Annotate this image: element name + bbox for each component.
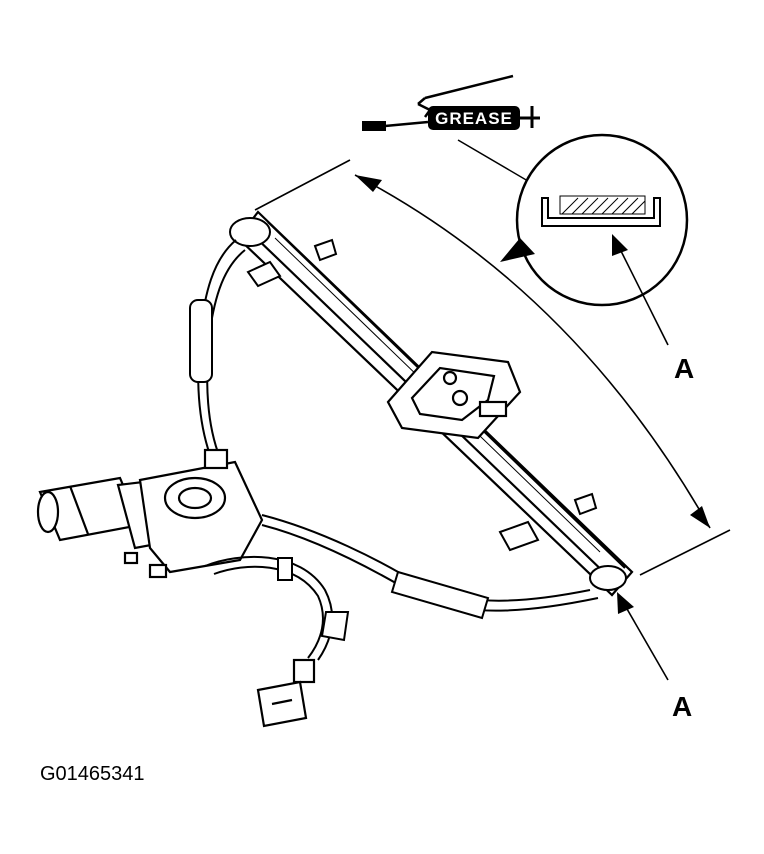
grease-gun-icon [362,74,540,131]
arc-arrowhead-top [355,175,382,192]
callout-a-lower-leader [622,601,669,681]
figure-id: G01465341 [40,763,145,785]
rail-end-pulley-bottom [589,565,627,591]
rail-end-pulley-top [229,217,271,247]
wiring-harness [204,555,334,661]
glass-carrier-bracket [386,350,522,440]
callout-a-lower-arrowhead [617,592,634,614]
drive-cables [197,239,599,612]
harness-clip [277,557,350,642]
callout-a-upper: A [674,353,694,384]
span-dimension-arc [254,159,731,576]
connector-icon [256,658,316,728]
grease-label: GREASE [435,109,513,128]
callout-a-upper-arrowhead [612,234,628,256]
cable-sleeves [189,299,490,620]
motor-icon [36,448,264,579]
callout-a-upper-leader [617,244,669,346]
rail-mounting-tabs [246,238,598,552]
magnified-detail-circle [500,133,689,307]
arc-arrowhead-bottom [690,506,710,528]
callout-a-lower: A [672,691,692,722]
